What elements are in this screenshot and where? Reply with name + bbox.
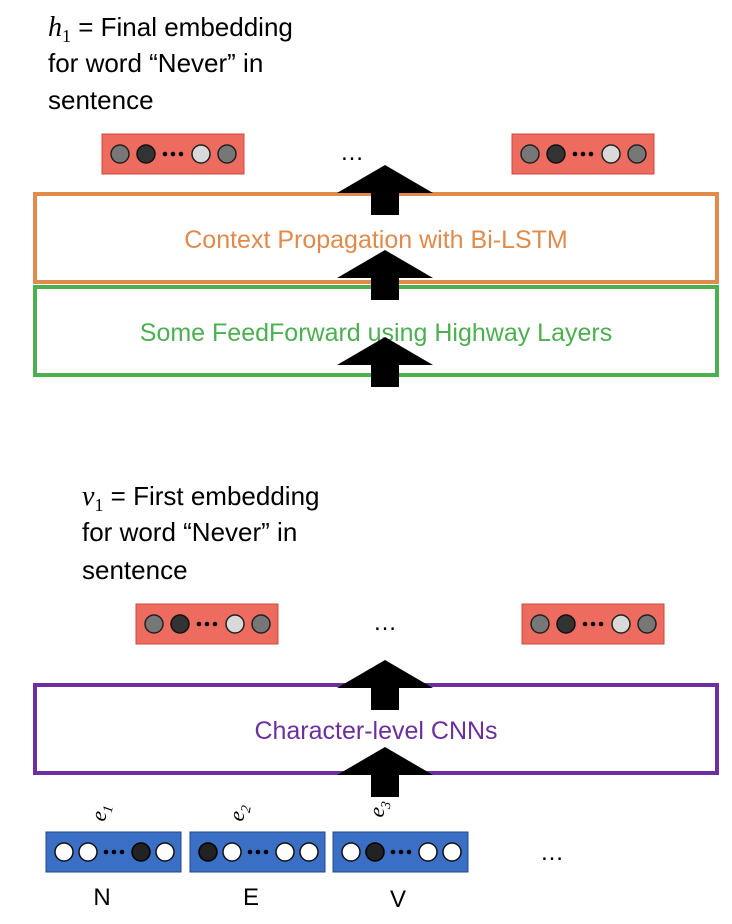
char-ellipsis: …	[540, 839, 564, 866]
bottom-caption-line1: = First embedding	[103, 481, 319, 511]
top-caption-line3: sentence	[48, 85, 154, 115]
char-embedding-label-2: e2	[223, 802, 254, 824]
middle-ellipsis: …	[373, 609, 397, 636]
bottom-caption-line3: sentence	[82, 555, 188, 585]
char-vector-3	[332, 831, 469, 873]
char-label-n: N	[93, 884, 110, 911]
char-embedding-label-3: e3	[363, 798, 394, 820]
svg-text:e2: e2	[223, 802, 254, 824]
cnn-label: Character-level CNNs	[254, 717, 497, 745]
highway-layer: Some FeedForward using Highway Layers	[33, 285, 719, 377]
char-embedding-label-1: e1	[85, 802, 116, 824]
svg-text:e1: e1	[85, 802, 116, 824]
bottom-caption: v1 = First embedding for word “Never” in…	[82, 481, 320, 585]
char-label-e: E	[243, 884, 259, 911]
top-caption-var-sub: 1	[62, 26, 71, 46]
bilstm-label: Context Propagation with Bi-LSTM	[184, 226, 568, 254]
output-vector-1	[101, 133, 245, 175]
top-caption: h1 = Final embedding for word “Never” in…	[48, 12, 293, 115]
char-vector-1	[45, 831, 182, 873]
char-vector-2	[189, 831, 326, 873]
svg-text:h1 = Final embedding: h1 = Final embedding	[48, 12, 293, 46]
bottom-caption-var: v	[82, 481, 95, 512]
first-embedding-vector-n	[521, 603, 665, 645]
svg-text:v1 = First embedding: v1 = First embedding	[82, 481, 320, 515]
char-label-v: V	[390, 886, 406, 913]
top-ellipsis: …	[340, 139, 364, 166]
top-caption-line2: for word “Never” in	[48, 48, 263, 78]
bottom-caption-var-sub: 1	[94, 495, 103, 515]
top-caption-var: h	[48, 12, 62, 43]
output-vector-n	[511, 133, 655, 175]
bottom-caption-line2: for word “Never” in	[82, 517, 297, 547]
top-caption-line1: = Final embedding	[71, 12, 293, 42]
svg-text:e3: e3	[363, 798, 394, 820]
first-embedding-vector-1	[135, 603, 279, 645]
